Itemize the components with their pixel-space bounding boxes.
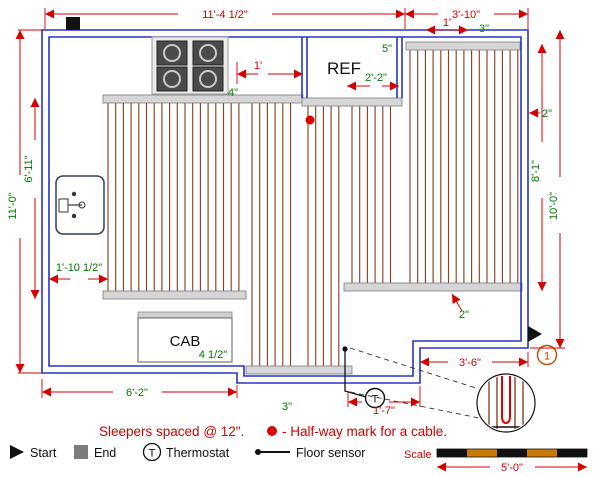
detail-callout-1: 1 [536, 344, 558, 366]
note-halfway: - Half-way mark for a cable. [282, 424, 447, 439]
end-icon [74, 445, 88, 459]
sleeper-bottom-main [102, 290, 247, 300]
thermostat-letter: T [372, 394, 379, 406]
start-icon [10, 445, 24, 459]
cable-start-marker [528, 326, 542, 342]
sensor-loop-detail [501, 376, 511, 425]
detail-leader-line-top [349, 347, 480, 390]
heating-cables-right-zone [409, 50, 519, 283]
dimension-lines-middle: 1' 4" 5" 2'-2" [228, 43, 399, 99]
sleeper-top-main [102, 94, 304, 104]
dim-bottom-left-width: 6'-2" [126, 387, 148, 399]
sink-faucet [58, 198, 69, 213]
sleeper-bottom-bumpout [245, 365, 353, 375]
dimension-lines-bottom: 6'-2" 4 1/2" 3" 1'-7" 3'-6" 2" [41, 293, 529, 417]
note-sleepers: Sleepers spaced @ 12". [99, 424, 244, 439]
scale-label: Scale [404, 449, 432, 461]
sleeper-below-ref [301, 97, 403, 107]
dim-cab-gap: 4 1/2" [199, 349, 227, 361]
wall-ref-alcove [301, 37, 403, 98]
dim-ref-width: 2'-2" [365, 72, 387, 84]
halfway-legend-dot [267, 426, 277, 436]
thermostat-symbol: T [364, 387, 386, 409]
dim-bottom-right-width: 3'-6" [459, 357, 481, 369]
legend-start-label: Start [30, 446, 57, 460]
dim-stove-cable-gap: 4" [228, 87, 238, 99]
dim-right-cable-height: 8'-1" [530, 160, 542, 182]
dim-bump-width: 1'-7" [373, 405, 395, 417]
sleeper-bottom-right [343, 282, 523, 292]
walls [41, 29, 529, 384]
cabinet-label: CAB [170, 333, 201, 350]
legend-floor-sensor-label: Floor sensor [296, 446, 365, 460]
legend-end-label: End [94, 446, 116, 460]
sleepers [102, 41, 523, 375]
dim-left-cable-offset: 1'-10 1/2" [56, 262, 102, 274]
heating-cables-bumpout-left [251, 103, 292, 366]
dim-stove-ref-gap: 1' [254, 60, 262, 72]
dimension-lines-left: 11'-0" 6'-11" 1'-10 1/2" [7, 29, 108, 374]
dimension-lines-right: 2" 8'-1" 10'-0" [529, 30, 565, 349]
wall-outer [41, 29, 529, 384]
stove [151, 36, 229, 95]
thermostat-icon [142, 442, 162, 462]
dim-right-wall-cable-gap: 2" [542, 108, 552, 120]
heating-cables-main-left [107, 103, 240, 291]
scale-value: 5'-0" [501, 462, 523, 474]
dim-right-height: 10'-0" [548, 192, 560, 220]
heating-cables-bumpout-right [307, 106, 340, 366]
heating-cables-below-ref [351, 106, 392, 283]
legend: Start End T Thermostat Floor sensor [10, 442, 365, 462]
dim-top-right-gap: 3" [479, 23, 489, 35]
wall-inner [48, 36, 522, 377]
dim-bottom-cable-gap: 3" [282, 401, 292, 413]
legend-thermostat-letter: T [149, 448, 156, 460]
dim-top-width: 11'-4 1/2" [202, 9, 248, 21]
dim-ref-gap: 5" [382, 43, 392, 55]
cable-end-marker [66, 17, 80, 30]
dimension-lines-top: 11'-4 1/2" 3'-10" 1' 3" [44, 8, 529, 35]
sleeper-top-right [405, 41, 521, 51]
dim-top-right-width: 3'-10" [452, 9, 480, 21]
cabinet: CAB [137, 311, 233, 363]
legend-thermostat-label: Thermostat [166, 446, 230, 460]
floor-sensor [342, 346, 367, 398]
notes: Sleepers spaced @ 12". - Half-way mark f… [99, 424, 447, 439]
sink [55, 175, 105, 235]
stove-burners [156, 40, 224, 92]
halfway-mark-dot [305, 115, 315, 125]
dim-top-right-small: 1' [443, 17, 451, 29]
dim-left-cable-height: 6'-11" [23, 155, 35, 182]
detail-number: 1 [544, 351, 550, 363]
dim-bottom-sleeper-gap: 2" [459, 309, 469, 321]
sensor-detail-view [476, 373, 536, 433]
sink-drain [78, 201, 86, 209]
scale-bar: Scale 5'-0" [404, 448, 588, 474]
refrigerator-label: REF [327, 59, 361, 78]
dim-left-height: 11'-0" [7, 192, 19, 219]
